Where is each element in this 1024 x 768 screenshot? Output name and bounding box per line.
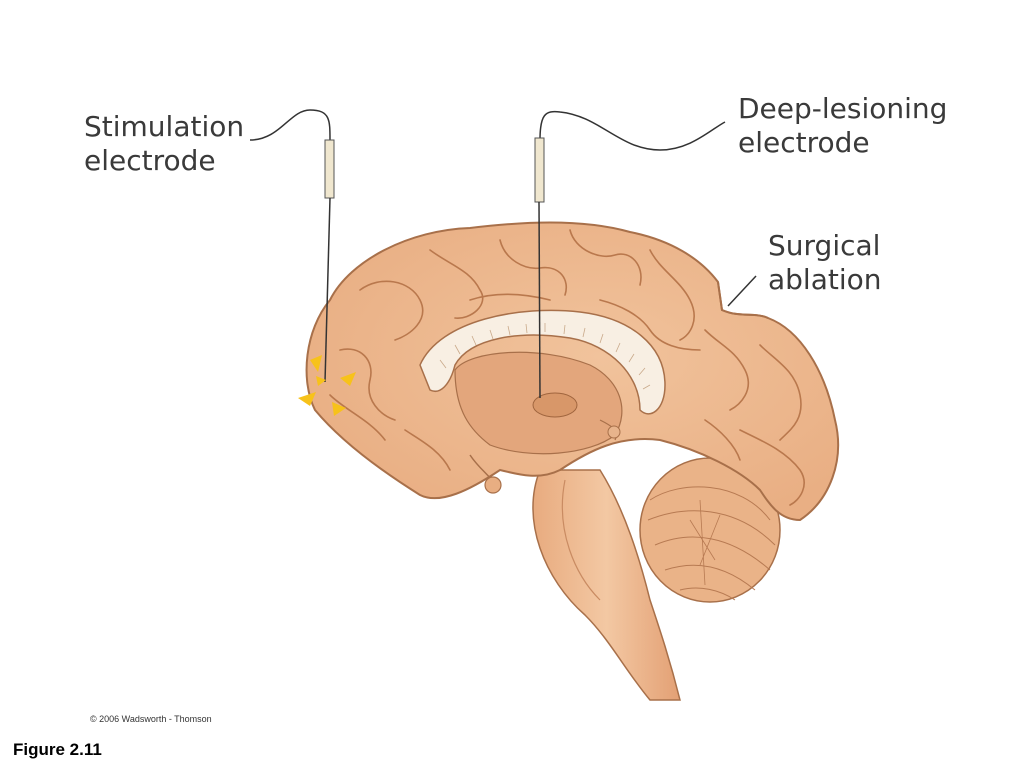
surgical-label-line2: ablation xyxy=(768,263,882,296)
surgical-label-line1: Surgical xyxy=(768,229,881,262)
stimulation-electrode-label: Stimulation electrode xyxy=(84,110,244,178)
surgical-ablation-label: Surgical ablation xyxy=(768,229,882,297)
deep-lesioning-electrode-label: Deep-lesioning electrode xyxy=(738,92,947,160)
surgical-ablation-pointer xyxy=(727,275,757,307)
copyright-notice: © 2006 Wadsworth - Thomson xyxy=(90,714,212,724)
pituitary xyxy=(484,476,502,494)
deep-label-line1: Deep-lesioning xyxy=(738,92,948,125)
lesion-site xyxy=(532,392,578,418)
stimulation-label-line2: electrode xyxy=(84,144,216,177)
figure-caption: Figure 2.11 xyxy=(13,740,102,759)
deep-lesioning-electrode xyxy=(534,110,726,399)
gyri xyxy=(329,229,805,506)
stimulation-label-line1: Stimulation xyxy=(84,110,245,143)
brainstem xyxy=(532,469,681,701)
stimulation-spark-icon xyxy=(298,355,356,416)
stimulation-electrode xyxy=(249,109,335,383)
deep-label-line2: electrode xyxy=(738,126,870,159)
corpus-callosum xyxy=(419,309,666,415)
